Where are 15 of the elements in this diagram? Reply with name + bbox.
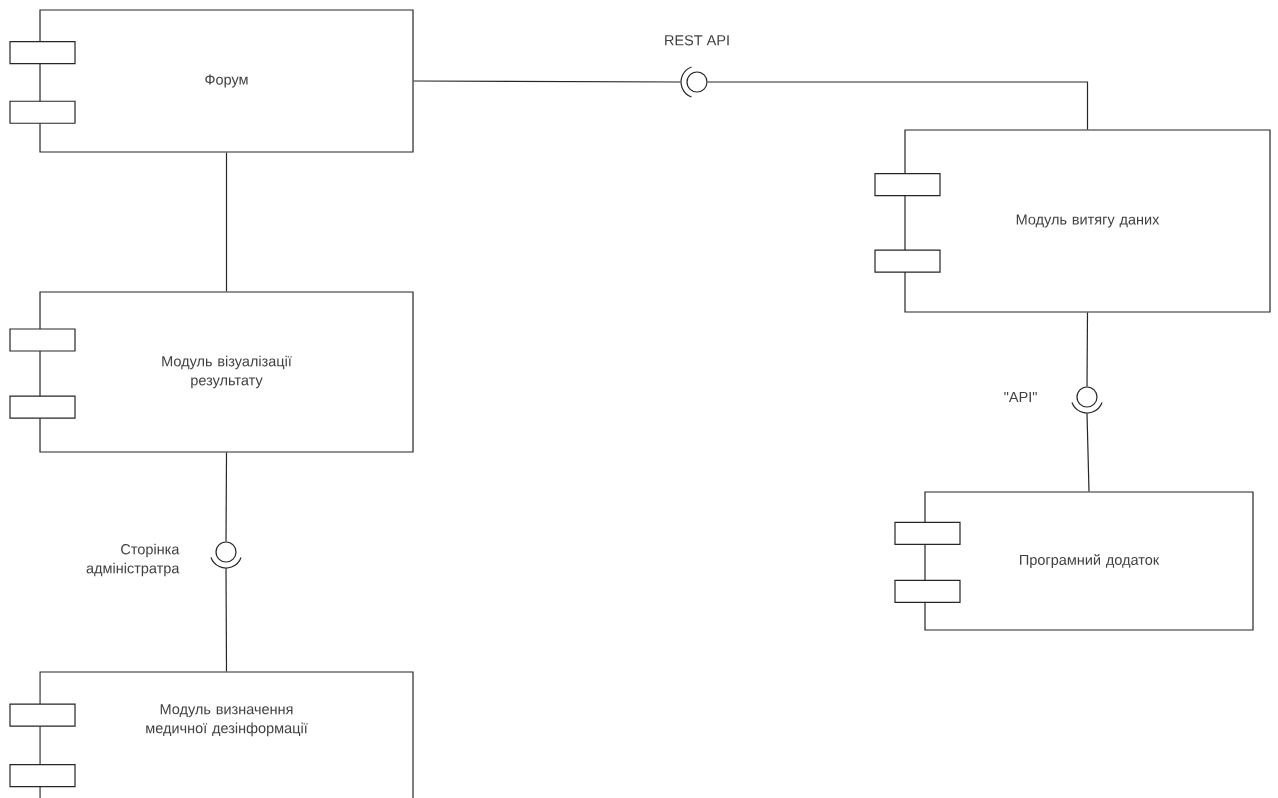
component-box: Програмний додаток bbox=[894, 491, 1254, 631]
connector-line bbox=[413, 80, 681, 83]
component-box: Модуль визначення медичної дезінформації bbox=[9, 671, 414, 798]
interface-label: REST API bbox=[665, 35, 729, 46]
connector-line bbox=[225, 568, 228, 672]
interface-label: "API" bbox=[1004, 392, 1037, 402]
connector-line bbox=[1086, 312, 1089, 387]
component-box: Модуль візуалізації результату bbox=[9, 291, 414, 453]
connector-line bbox=[707, 81, 1089, 130]
interface-label: Сторінка адміністратра bbox=[86, 543, 180, 577]
component-box: Форум bbox=[9, 9, 414, 153]
component-box: Модуль витягу даних bbox=[874, 129, 1271, 313]
connector-line bbox=[1086, 413, 1090, 492]
connector-line bbox=[225, 452, 228, 542]
connector-line bbox=[225, 152, 228, 292]
